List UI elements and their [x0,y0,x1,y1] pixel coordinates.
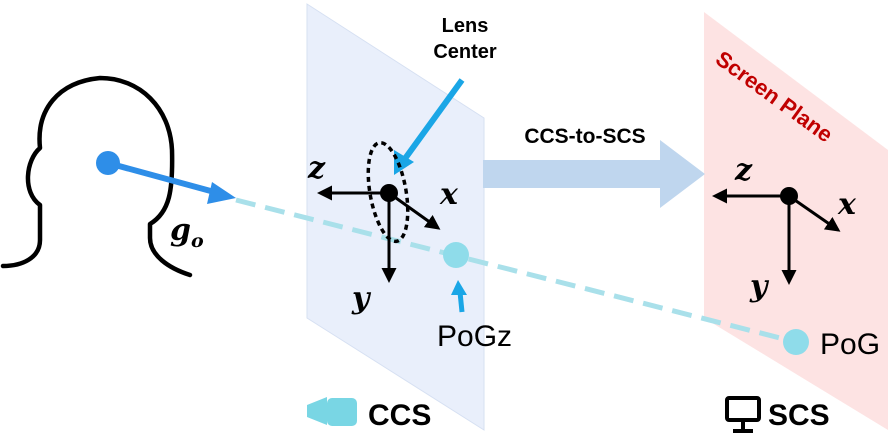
pogz-pointer-shaft [457,291,465,313]
pogz-point [443,242,469,268]
scs-axis-y-label: y [749,269,770,304]
scs-label: SCS [768,399,830,432]
lens-center-label-line2: Center [433,41,497,63]
eye-dot [96,151,120,175]
gaze-vector-shaft [107,160,219,196]
lens-center-label-line1: Lens [442,15,489,37]
camera-plane [306,3,485,431]
ccs-origin [380,184,398,202]
gaze-vector-head [207,182,236,204]
pog-label: PoG [820,328,880,361]
scs-axis-z-label: z [734,153,753,188]
lens-center-arrow-shaft [401,78,465,162]
ccs-to-scs-label: CCS-to-SCS [524,125,645,148]
gaze-ray-dashed [235,197,797,345]
head-silhouette [0,75,193,278]
ccs-axis-z-label: z [307,151,326,186]
lens-ellipse [366,140,410,244]
pogz-label: PoGz [437,320,512,353]
gaze-subscript: o [191,230,204,252]
scs-origin [780,187,798,205]
ccs-axis-x-label: x [439,177,459,212]
scs-axis-x-label: x [837,187,857,222]
ccs-axis-y-label: y [351,281,372,316]
pogz-pointer-head [451,280,467,295]
camera-icon [307,397,357,426]
ccs-axis-x-line [388,191,441,230]
ccs-label: CCS [368,399,431,432]
pog-point [783,329,809,355]
screen-plane [704,12,888,430]
lens-center-arrow-head [394,150,414,175]
scs-axis-x-line [788,194,841,232]
gaze-symbol: g [170,213,191,248]
ccs-to-scs-arrow [483,140,705,208]
monitor-icon [725,396,761,433]
